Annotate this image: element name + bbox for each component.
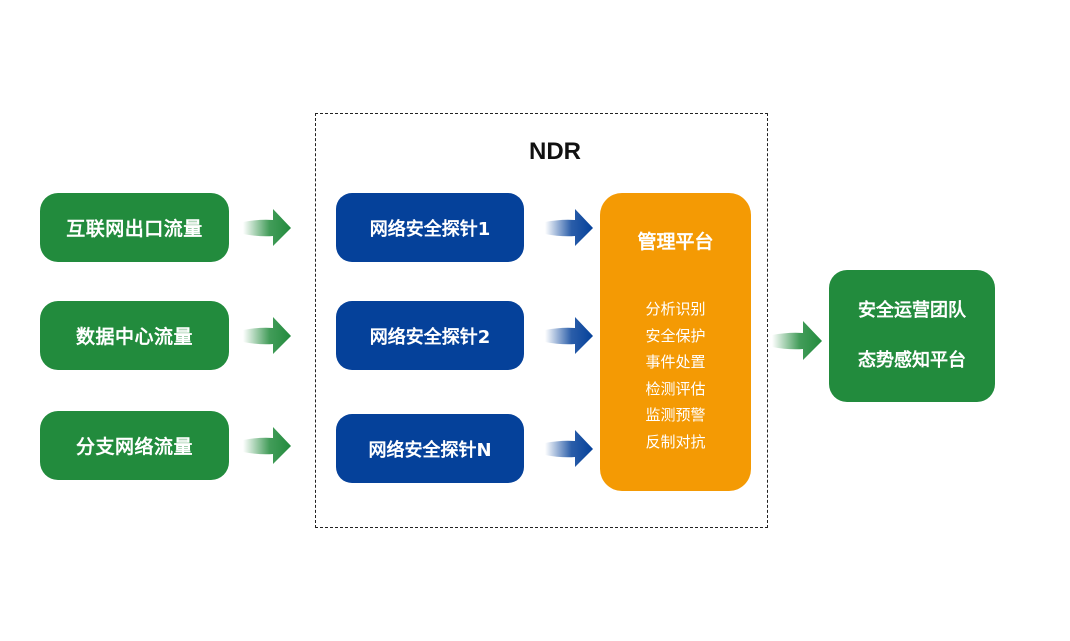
probe-1: 网络安全探针1: [336, 193, 524, 262]
ndr-container: [315, 113, 768, 528]
function-item: 监测预警: [645, 406, 706, 424]
arrow-right-icon: [243, 209, 291, 246]
function-item: 安全保护: [645, 326, 706, 345]
function-item: 事件处置: [645, 353, 706, 371]
function-item: 检测评估: [645, 379, 706, 398]
output-line-soc-team: 安全运营团队: [858, 300, 966, 321]
management-title: 管理平台: [637, 231, 714, 253]
probe-label: 网络安全探针2: [369, 326, 491, 348]
arrow-right-icon: [243, 427, 291, 464]
arrow-right-icon: [772, 321, 822, 360]
source-internet-egress: 互联网出口流量: [40, 193, 229, 262]
arrow-right-icon: [545, 317, 593, 354]
probe-2: 网络安全探针2: [336, 301, 524, 370]
ndr-title: NDR: [529, 138, 581, 165]
arrow-right-icon: [545, 430, 593, 467]
function-item: 分析识别: [645, 300, 706, 318]
source-label: 互联网出口流量: [66, 218, 203, 240]
management-functions: 分析识别 安全保护 事件处置 检测评估 监测预警 反制对抗: [600, 296, 751, 455]
arrow-right-icon: [545, 209, 593, 246]
output-soc-situational-awareness: 安全运营团队 态势感知平台: [829, 270, 995, 402]
probe-label: 网络安全探针N: [368, 439, 492, 461]
management-platform: 管理平台 分析识别 安全保护 事件处置 检测评估 监测预警 反制对抗: [600, 193, 751, 491]
output-line-situational-awareness: 态势感知平台: [858, 350, 966, 371]
source-label: 数据中心流量: [75, 326, 193, 348]
probe-n: 网络安全探针N: [336, 414, 524, 483]
source-branch-network: 分支网络流量: [40, 411, 229, 480]
source-datacenter: 数据中心流量: [40, 301, 229, 370]
function-item: 反制对抗: [645, 432, 706, 451]
probe-label: 网络安全探针1: [369, 218, 491, 240]
arrow-right-icon: [243, 317, 291, 354]
source-label: 分支网络流量: [75, 436, 193, 458]
